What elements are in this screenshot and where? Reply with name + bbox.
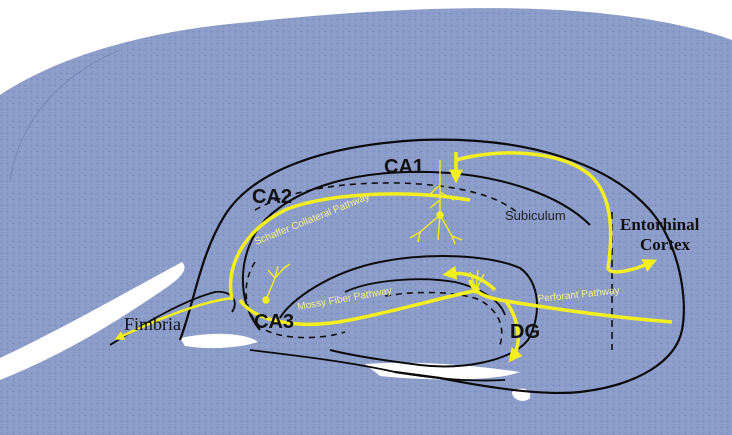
label-dg: DG: [510, 321, 540, 343]
label-ca2: CA2: [252, 186, 292, 208]
label-entorhinal-line1: Entorhinal: [620, 215, 700, 234]
label-fimbria: Fimbria: [124, 314, 181, 334]
label-subiculum: Subiculum: [505, 208, 566, 223]
label-ca3: CA3: [254, 311, 294, 333]
label-entorhinal-line2: Cortex: [640, 235, 691, 254]
label-ca1: CA1: [384, 156, 424, 178]
